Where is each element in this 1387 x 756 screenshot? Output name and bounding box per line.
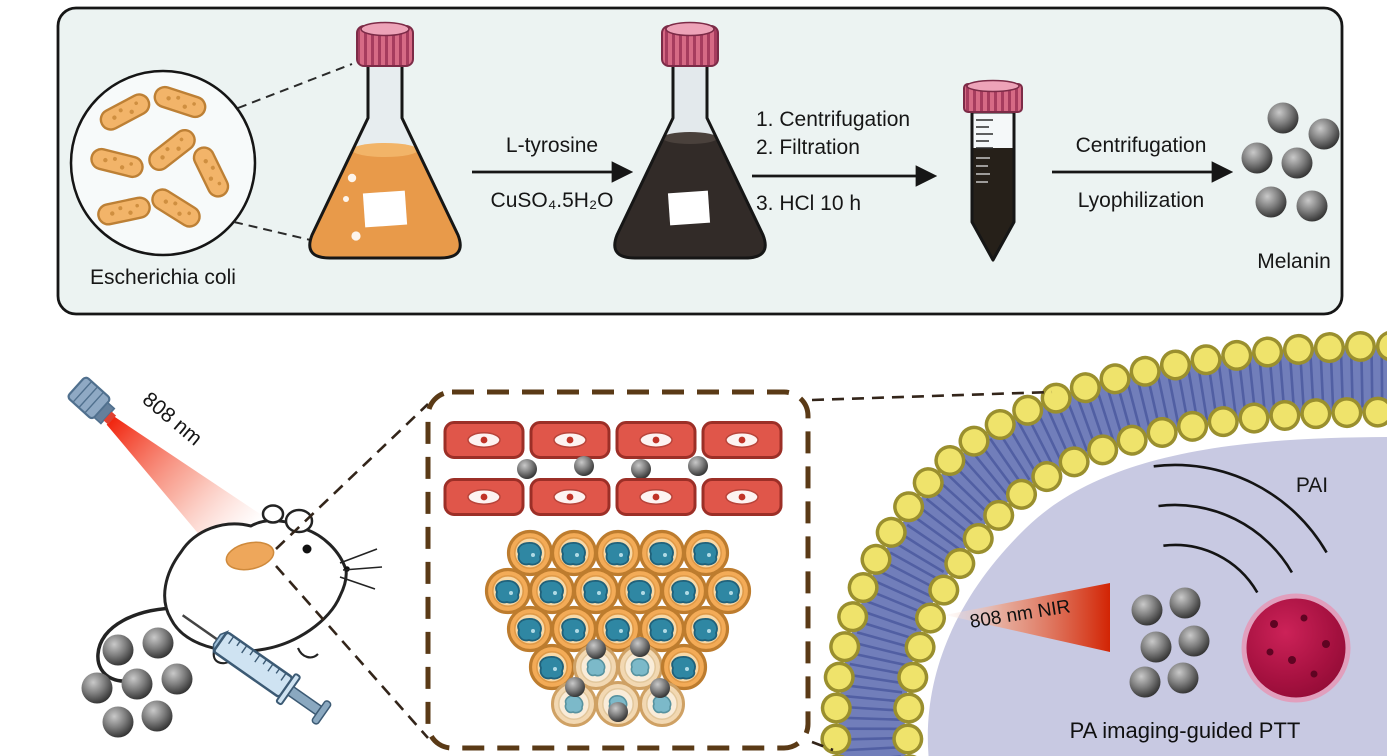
melanin-sphere [141, 700, 173, 732]
nir-beam [945, 583, 1110, 652]
tumor-cell [594, 529, 642, 577]
tumor-cell [660, 567, 708, 615]
melanin-sphere [630, 637, 650, 657]
melanin-sphere [1267, 102, 1299, 134]
mouse-ear [261, 504, 285, 524]
final-step-centrifugation: Centrifugation [1076, 134, 1207, 157]
injection-melanin-spheres [81, 627, 193, 738]
zoom-dashed-line [811, 390, 1053, 402]
melanin-sphere [1169, 587, 1201, 619]
tumor-cell [638, 529, 686, 577]
tumor-cell [550, 529, 598, 577]
tumor-cell [506, 605, 554, 653]
zoom-dashed-line [275, 565, 429, 739]
tumor-cell [704, 567, 752, 615]
melanin-sphere [1140, 631, 1172, 663]
tumor-cell [572, 567, 620, 615]
melanin-sphere [608, 702, 628, 722]
tube-graduations [976, 119, 993, 149]
melanin-sphere [565, 677, 585, 697]
melanin-sphere [688, 456, 708, 476]
tumor-cell [528, 567, 576, 615]
tumor-cell [506, 529, 554, 577]
ecoli-label: Escherichia coli [90, 266, 236, 289]
process-step-2: 2. Filtration [756, 136, 860, 159]
falcon-tube [963, 79, 1023, 262]
melanin-sphere [142, 627, 174, 659]
lipid-bead-row-outer [823, 334, 1387, 756]
tumor-cell [682, 605, 730, 653]
zoom-dashed-line [237, 63, 353, 109]
pai-label: PAI [1296, 474, 1328, 497]
syringe-plunger [286, 685, 323, 716]
flask-label-square [362, 190, 408, 228]
melanin-sphere [1167, 662, 1199, 694]
melanin-sphere [1131, 594, 1163, 626]
melanin-sphere [1281, 147, 1313, 179]
melanin-sphere [161, 663, 193, 695]
melanin-sphere [1241, 142, 1273, 174]
melanin-sphere [574, 456, 594, 476]
blood-vessel-cell [529, 478, 611, 516]
blood-vessel-cell [443, 478, 525, 516]
final-step-lyophilization: Lyophilization [1078, 189, 1204, 212]
melanin-label: Melanin [1257, 250, 1331, 273]
mouse-ear [284, 508, 314, 534]
process-step-3: 3. HCl 10 h [756, 192, 861, 215]
zoom-dashed-line [275, 403, 429, 550]
flask-label-square [667, 190, 711, 226]
blood-vessel-cell [529, 421, 611, 459]
mouse-body [163, 519, 348, 653]
tissue-zoom-box [425, 389, 811, 751]
melanin-sphere [1296, 190, 1328, 222]
melanin-sphere [1178, 625, 1210, 657]
tumor-cell [484, 567, 532, 615]
melanin-sphere [121, 668, 153, 700]
mouse-whiskers [339, 548, 383, 590]
melanin-sphere [1129, 666, 1161, 698]
blood-vessel-cell [615, 421, 697, 459]
pai-wave [1153, 463, 1328, 554]
blood-vessel-cell [615, 478, 697, 516]
mouse-eye [302, 544, 312, 554]
tumor [225, 541, 275, 571]
mouse-illustration [96, 504, 383, 683]
zoom-dashed-line [233, 221, 337, 247]
melanin-sphere [1308, 118, 1340, 150]
tumor-cell [682, 529, 730, 577]
tumor-cell [616, 567, 664, 615]
blood-vessel-cell [701, 478, 783, 516]
cancer-cell: PAI 808 nm NIR PA imaging-guided PTT [820, 330, 1387, 756]
melanin-sphere [650, 678, 670, 698]
melanin-sphere [102, 706, 134, 738]
melanin-sphere [517, 459, 537, 479]
mouse-tail [96, 606, 182, 683]
melanin-sphere [586, 639, 606, 659]
pai-wave [1158, 503, 1294, 574]
process-step-1: 1. Centrifugation [756, 108, 910, 131]
melanin-sphere [81, 672, 113, 704]
reagent-label-tyrosine: L-tyrosine [506, 134, 598, 157]
blood-vessel-cell [701, 421, 783, 459]
pai-wave [1163, 543, 1259, 594]
melanin-sphere [102, 634, 134, 666]
zoom-dashed-line [811, 740, 834, 752]
melanin-sphere [631, 459, 651, 479]
synthesis-panel: Escherichia coli L-tyrosine CuSO₄.5H₂O [56, 6, 1344, 316]
reagent-label-cuso4: CuSO₄.5H₂O [491, 189, 614, 212]
tumor-cell [660, 643, 708, 691]
melanin-sphere [1255, 186, 1287, 218]
syringe-icon [181, 614, 332, 725]
lipid-bead-row-inner [895, 400, 1387, 756]
ptt-label: PA imaging-guided PTT [1070, 718, 1301, 743]
membrane-lipid-tails [843, 351, 1387, 756]
crimson-cell [1241, 593, 1351, 703]
blood-vessel-cell [443, 421, 525, 459]
syringe-needle [181, 614, 222, 643]
